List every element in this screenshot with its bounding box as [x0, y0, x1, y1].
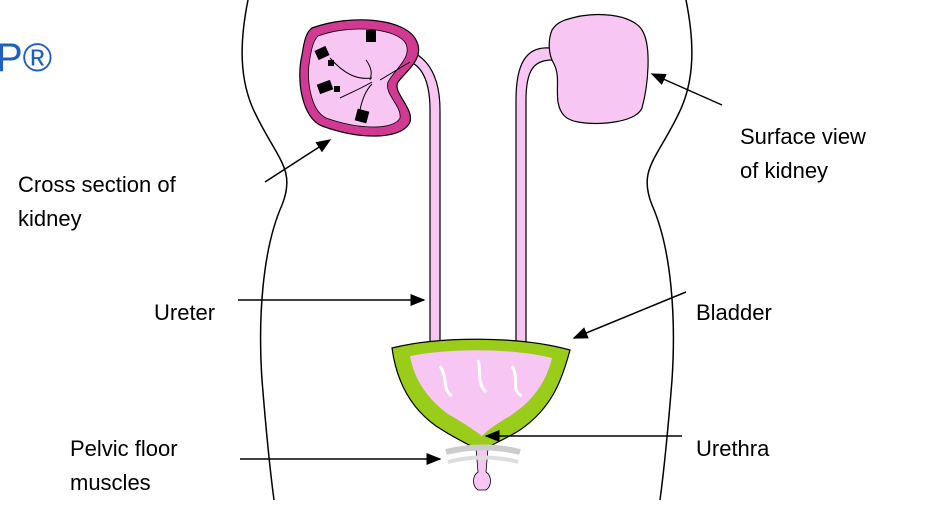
label-cross-section-line2: kidney: [18, 206, 82, 232]
arrow-cross-section: [265, 140, 330, 182]
label-pelvic-floor-line2: muscles: [70, 470, 151, 496]
arrow-bladder: [574, 292, 686, 338]
label-cross-section-line1: Cross section of: [18, 172, 176, 198]
label-ureter: Ureter: [154, 300, 215, 326]
urethra: [474, 448, 491, 490]
label-surface-view-line2: of kidney: [740, 158, 828, 184]
bladder: [392, 339, 570, 450]
kidney-surface-view: [549, 15, 648, 124]
kidney-cross-section: [300, 20, 419, 136]
corner-mark: P®: [0, 36, 52, 80]
arrow-surface-view: [652, 74, 722, 105]
body-outline-left: [242, 0, 287, 500]
label-urethra: Urethra: [696, 436, 769, 462]
right-ureter: [516, 48, 552, 350]
label-pelvic-floor-line1: Pelvic floor: [70, 436, 178, 462]
label-bladder: Bladder: [696, 300, 772, 326]
label-surface-view-line1: Surface view: [740, 124, 866, 150]
